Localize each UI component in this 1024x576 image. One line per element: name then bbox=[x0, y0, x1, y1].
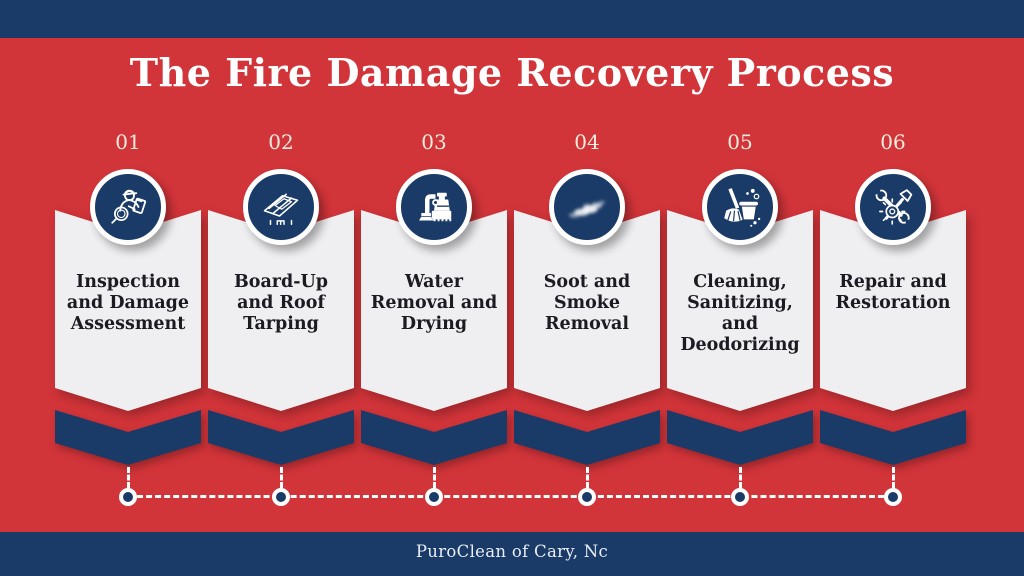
timeline-dot bbox=[425, 488, 443, 506]
step-label: Soot and Smoke Removal bbox=[543, 272, 631, 334]
chevron-shadow bbox=[361, 410, 507, 465]
process-steps: 01 Inspection and Damage Assessment 02 B… bbox=[55, 128, 966, 510]
step-label: Inspection and Damage Assessment bbox=[66, 272, 190, 334]
timeline-dot bbox=[272, 488, 290, 506]
step-number: 02 bbox=[268, 130, 294, 154]
timeline-dashed-line bbox=[128, 495, 893, 498]
step-label: Cleaning, Sanitizing, and Deodorizing bbox=[680, 272, 800, 355]
step-icon-badge bbox=[243, 169, 319, 245]
chevron-arrow bbox=[208, 410, 354, 465]
step-number: 04 bbox=[574, 130, 600, 154]
step-icon-badge bbox=[90, 169, 166, 245]
brand-name: PuroClean of Cary, Nc bbox=[415, 541, 609, 561]
step-column: 02 Board-Up and Roof Tarping bbox=[208, 128, 354, 510]
step-column: 04 Soot and Smoke Removal bbox=[514, 128, 660, 510]
step-label: Repair and Restoration bbox=[835, 272, 951, 313]
water-pump-icon bbox=[410, 183, 458, 231]
step-number: 03 bbox=[421, 130, 447, 154]
connector-dash bbox=[279, 467, 283, 488]
top-accent-bar bbox=[0, 0, 1024, 38]
step-number: 06 bbox=[880, 130, 906, 154]
step-number: 05 bbox=[727, 130, 753, 154]
chevron-shadow bbox=[208, 410, 354, 465]
connector-dash bbox=[738, 467, 742, 488]
roof-tarp-icon bbox=[257, 183, 305, 231]
step-column: 01 Inspection and Damage Assessment bbox=[55, 128, 201, 510]
repair-tools-icon bbox=[869, 183, 917, 231]
step-icon-badge bbox=[855, 169, 931, 245]
smoke-plume-icon bbox=[563, 183, 611, 231]
chevron-arrow bbox=[514, 410, 660, 465]
chevron-arrow bbox=[820, 410, 966, 465]
step-column: 05 Cleaning, Sanitizing, and Deodorizing bbox=[667, 128, 813, 510]
step-label: Board-Up and Roof Tarping bbox=[233, 272, 329, 334]
chevron-arrow bbox=[667, 410, 813, 465]
timeline-dot bbox=[731, 488, 749, 506]
chevron-arrow bbox=[361, 410, 507, 465]
timeline-dot bbox=[578, 488, 596, 506]
timeline-dot bbox=[119, 488, 137, 506]
chevron-shadow bbox=[514, 410, 660, 465]
connector-dash bbox=[891, 467, 895, 488]
footer-bar: PuroClean of Cary, Nc bbox=[0, 532, 1024, 576]
connector-dash bbox=[585, 467, 589, 488]
step-number: 01 bbox=[115, 130, 141, 154]
step-column: 06 Repair and Restoration bbox=[820, 128, 966, 510]
step-column: 03 Water Removal and Drying bbox=[361, 128, 507, 510]
mop-bucket-icon bbox=[716, 183, 764, 231]
connector-dash bbox=[126, 467, 130, 488]
step-icon-badge bbox=[549, 169, 625, 245]
step-label: Water Removal and Drying bbox=[370, 272, 498, 334]
chevron-shadow bbox=[55, 410, 201, 465]
step-icon-badge bbox=[396, 169, 472, 245]
chevron-shadow bbox=[667, 410, 813, 465]
chevron-arrow bbox=[55, 410, 201, 465]
page-title: The Fire Damage Recovery Process bbox=[129, 50, 895, 95]
timeline-dot bbox=[884, 488, 902, 506]
connector-dash bbox=[432, 467, 436, 488]
inspector-magnifier-icon bbox=[104, 183, 152, 231]
chevron-shadow bbox=[820, 410, 966, 465]
step-icon-badge bbox=[702, 169, 778, 245]
